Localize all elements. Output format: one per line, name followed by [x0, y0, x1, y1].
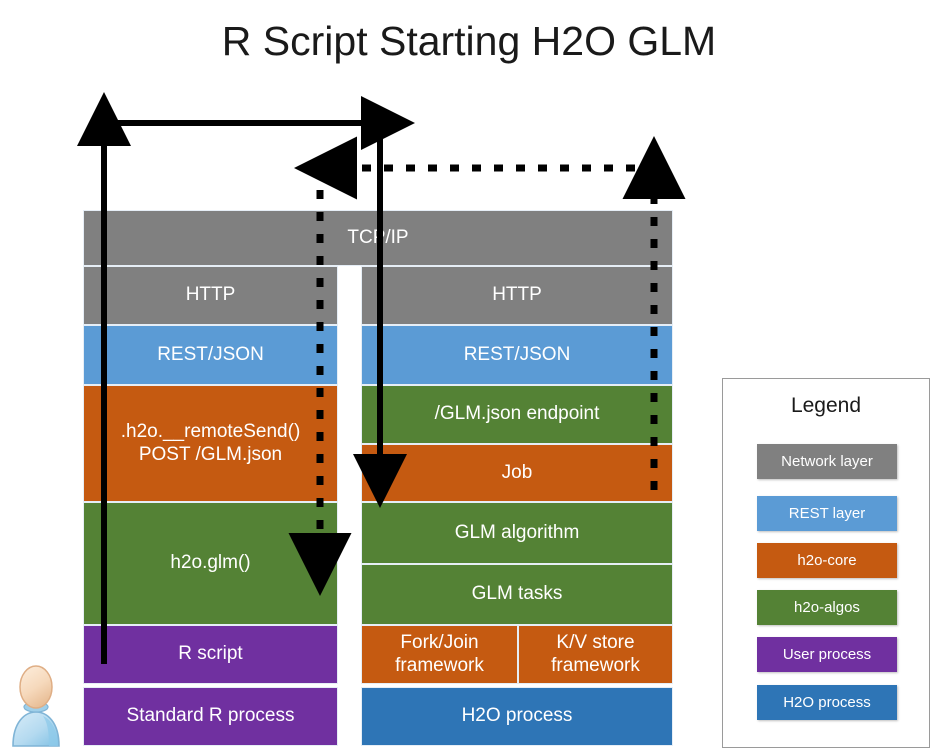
- user-avatar-icon: [12, 665, 60, 747]
- tcp-ip-bridge: TCP/IP: [83, 210, 673, 266]
- left-layer-h2o-glm: h2o.glm(): [83, 502, 338, 625]
- legend-item-rest-layer[interactable]: REST layer: [757, 496, 897, 531]
- left-layer-http: HTTP: [83, 266, 338, 325]
- legend-item-h2o-core[interactable]: h2o-core: [757, 543, 897, 578]
- left-layer-remote-send: .h2o.__remoteSend() POST /GLM.json: [83, 385, 338, 502]
- legend-item-network-layer[interactable]: Network layer: [757, 444, 897, 479]
- right-layer-job: Job: [361, 444, 673, 502]
- right-layer-glm-endpoint: /GLM.json endpoint: [361, 385, 673, 444]
- right-layer-fork-join: Fork/Join framework: [361, 625, 518, 684]
- right-layer-http: HTTP: [361, 266, 673, 325]
- legend-item-h2o-process[interactable]: H2O process: [757, 685, 897, 720]
- right-layer-glm-algorithm: GLM algorithm: [361, 502, 673, 564]
- right-layer-glm-tasks: GLM tasks: [361, 564, 673, 625]
- legend-item-h2o-algos[interactable]: h2o-algos: [757, 590, 897, 625]
- legend-title: Legend: [790, 394, 862, 417]
- right-layer-rest-json: REST/JSON: [361, 325, 673, 385]
- page-title: R Script Starting H2O GLM: [221, 18, 717, 64]
- left-layer-r-script: R script: [83, 625, 338, 684]
- right-layer-kv-store: K/V store framework: [518, 625, 673, 684]
- left-layer-rest-json: REST/JSON: [83, 325, 338, 385]
- left-layer-r-process: Standard R process: [83, 687, 338, 746]
- right-layer-h2o-process: H2O process: [361, 687, 673, 746]
- legend-panel: Legend Network layer REST layer h2o-core…: [722, 378, 930, 748]
- legend-item-user-process[interactable]: User process: [757, 637, 897, 672]
